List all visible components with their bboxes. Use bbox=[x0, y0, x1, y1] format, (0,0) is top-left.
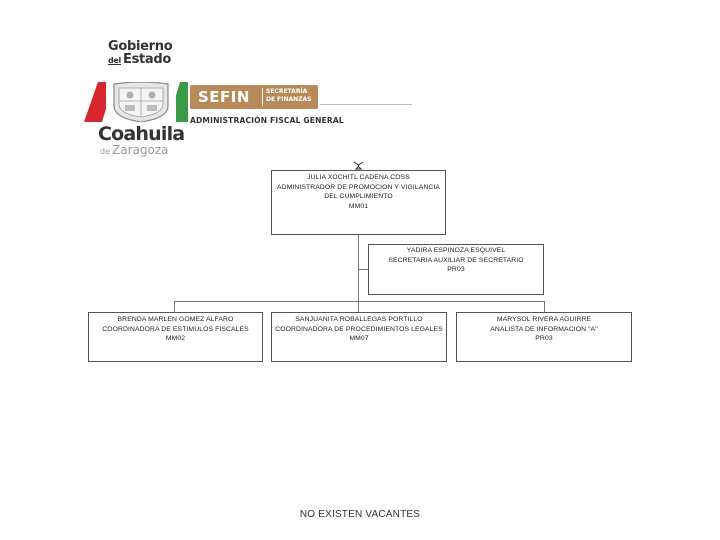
sefin-sub-line-1: SECRETARÍA bbox=[266, 88, 308, 95]
connector-child-1 bbox=[174, 301, 175, 312]
child-1-title: COORDINADORA DE ESTIMULOS FISCALES bbox=[102, 325, 249, 333]
header-rule bbox=[320, 104, 412, 105]
connector-assistant bbox=[358, 269, 369, 270]
logo-zaragoza-word: Zaragoza bbox=[112, 143, 169, 157]
state-crest-icon bbox=[84, 82, 188, 122]
child-2-title: COORDINADORA DE PROCEDIMIENTOS LEGALES bbox=[275, 325, 443, 333]
head-title-line-1: ADMINISTRADOR DE PROMOCION Y VIGILANCIA bbox=[276, 183, 441, 191]
head-title-line-2: DEL CUMPLIMIENTO bbox=[324, 193, 393, 200]
assistant-code: PR03 bbox=[447, 266, 465, 273]
org-node-child-3: MARYSOL RIVERA AGUIRRE ANALISTA DE INFOR… bbox=[456, 312, 632, 362]
child-1-name: BRENDA MARLEN GOMEZ ALFARO bbox=[117, 316, 234, 323]
assistant-title: SECRETARIA AUXILIAR DE SECRETARIO bbox=[388, 256, 524, 264]
sefin-sub-line-2: DE FINANZAS bbox=[266, 96, 312, 103]
assistant-name: YADIRA ESPINOZA ESQUIVEL bbox=[406, 247, 506, 254]
child-3-title: ANALISTA DE INFORMACION "A" bbox=[490, 325, 598, 333]
logo-de-word: de bbox=[100, 147, 110, 156]
admin-fiscal-general-text: ADMINISTRACIÓN FISCAL GENERAL bbox=[190, 116, 344, 125]
child-2-name: SANJUANITA ROBALLEGAS PORTILLO bbox=[295, 316, 423, 323]
sefin-banner bbox=[190, 85, 318, 109]
head-name: JULIA XOCHITL CADENA COSS bbox=[307, 174, 410, 181]
sefin-word: SEFIN bbox=[198, 88, 250, 106]
connector-children-bar bbox=[174, 301, 545, 302]
connector-child-3 bbox=[544, 301, 545, 312]
org-node-child-1: BRENDA MARLEN GOMEZ ALFARO COORDINADORA … bbox=[88, 312, 263, 362]
logo-del-word: del bbox=[108, 56, 121, 65]
vacancies-note: NO EXISTEN VACANTES bbox=[299, 509, 421, 520]
logo-estado-word: Estado bbox=[123, 52, 172, 67]
head-code: MM01 bbox=[348, 202, 369, 210]
logo-gobierno-line: Gobierno bbox=[108, 39, 173, 54]
child-1-code: MM02 bbox=[165, 335, 186, 342]
child-3-name: MARYSOL RIVERA AGUIRRE bbox=[496, 316, 592, 323]
org-marker-icon bbox=[353, 161, 364, 170]
logo-coahuila-text: Coahuila bbox=[98, 123, 185, 145]
org-node-assistant: YADIRA ESPINOZA ESQUIVEL SECRETARIA AUXI… bbox=[368, 244, 544, 295]
child-3-code: PR03 bbox=[535, 335, 553, 342]
child-2-code: MM07 bbox=[349, 335, 369, 342]
org-node-child-2: SANJUANITA ROBALLEGAS PORTILLO COORDINAD… bbox=[271, 312, 447, 362]
sefin-subtitle: SECRETARÍA DE FINANZAS bbox=[266, 88, 316, 104]
connector-head-trunk bbox=[358, 234, 359, 312]
org-node-head: JULIA XOCHITL CADENA COSS ADMINISTRADOR … bbox=[271, 170, 446, 235]
sefin-separator bbox=[262, 88, 263, 106]
